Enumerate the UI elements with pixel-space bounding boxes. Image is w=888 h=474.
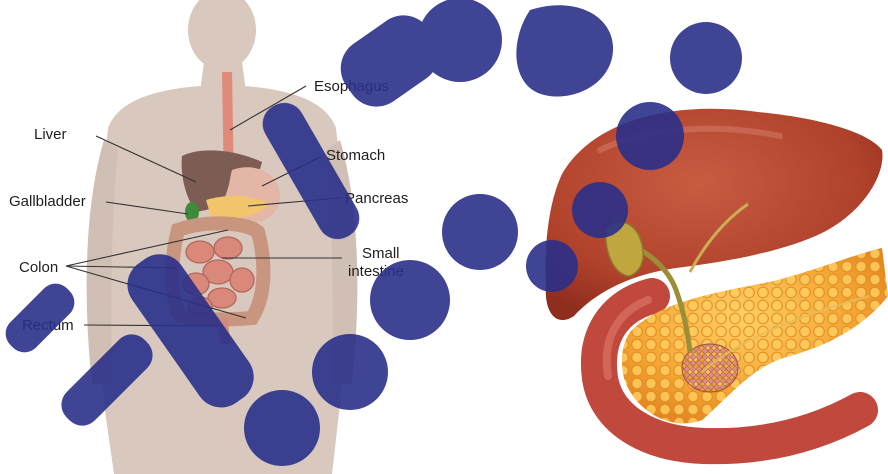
- label-stomach: Stomach: [326, 147, 385, 164]
- label-colon: Colon: [19, 259, 58, 276]
- label-small-intestine-line1: Small: [362, 245, 400, 262]
- label-gallbladder: Gallbladder: [9, 193, 86, 210]
- label-liver: Liver: [34, 126, 67, 143]
